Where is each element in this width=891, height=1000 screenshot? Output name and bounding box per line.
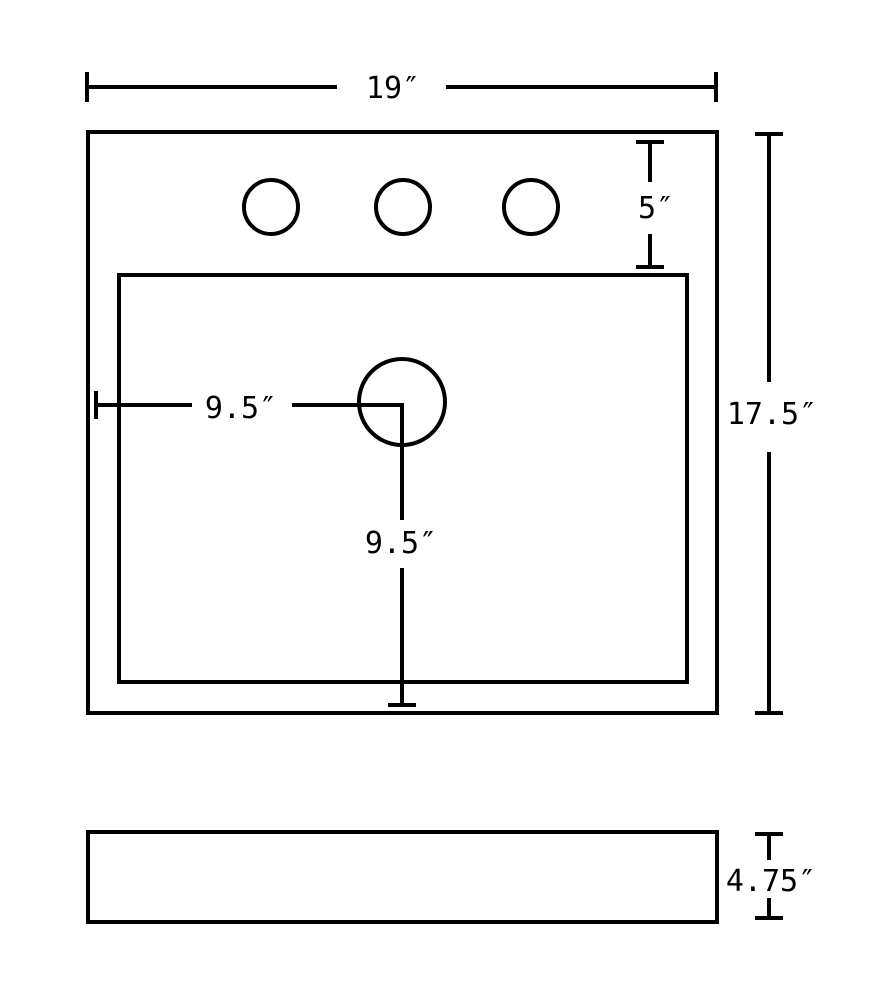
drain-front-label: 9.5″	[365, 526, 437, 561]
top-view-outline	[86, 130, 719, 715]
setback-label: 5″	[638, 191, 674, 226]
drain-side-dimension: 9.5″	[94, 391, 404, 426]
setback-dimension: 5″	[636, 140, 674, 269]
width-dimension: 19″	[85, 71, 718, 106]
height-dimension: 4.75″	[726, 832, 816, 920]
drain-front-dimension: 9.5″	[365, 403, 437, 707]
faucet-holes	[242, 178, 560, 236]
width-label: 19″	[366, 71, 420, 106]
faucet-hole-left	[242, 178, 300, 236]
height-label: 4.75″	[726, 864, 816, 899]
depth-dimension: 17.5″	[727, 132, 817, 715]
drain-side-label: 9.5″	[205, 391, 277, 426]
faucet-hole-right	[502, 178, 560, 236]
side-view-outline	[86, 830, 719, 924]
faucet-hole-center	[374, 178, 432, 236]
depth-label: 17.5″	[727, 397, 817, 432]
